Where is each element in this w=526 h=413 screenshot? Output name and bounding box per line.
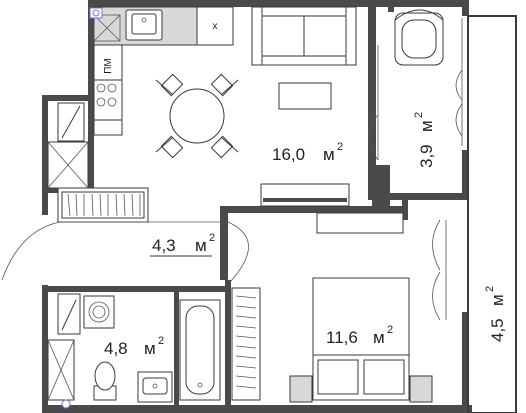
hall-area: 4,3 <box>152 236 176 255</box>
label-storage: 3,9 м 2 <box>413 112 436 168</box>
washer-mark: х <box>213 21 218 32</box>
living-unit: м <box>323 145 335 164</box>
bath-exp: 2 <box>158 335 164 347</box>
dining-table <box>155 73 239 159</box>
hall-unit: м <box>195 236 207 255</box>
bedroom-wardrobe <box>231 287 261 401</box>
bath-unit: м <box>144 339 156 358</box>
sofa <box>251 6 357 66</box>
hall-shelf <box>47 102 89 189</box>
bedside-table-left <box>289 375 313 403</box>
label-bath: 4,8 м 2 <box>104 335 164 358</box>
bedroom-exp: 2 <box>387 324 393 336</box>
bedroom-tv-console <box>316 212 404 234</box>
balcony-door <box>432 219 447 321</box>
toilet <box>93 361 117 401</box>
bath-sink <box>137 371 173 403</box>
storage-exp: 2 <box>413 112 425 118</box>
wardrobe <box>57 187 149 223</box>
balcony-unit: м <box>488 294 507 306</box>
living-door <box>368 45 379 161</box>
coffee-table <box>278 82 332 110</box>
living-area: 16,0 <box>272 145 305 164</box>
kitchen-counter <box>93 6 234 136</box>
double-bed <box>312 277 410 401</box>
tv-stand <box>260 183 350 207</box>
bathtub <box>179 299 221 401</box>
bath-shelf <box>47 293 81 401</box>
armchair <box>394 9 444 66</box>
wall-socket-icon <box>89 7 103 19</box>
balcony-area: 4,5 <box>488 318 507 342</box>
washing-machine <box>83 295 115 329</box>
bedside-table-right <box>409 375 433 403</box>
entrance-door <box>1 221 249 283</box>
bedroom-area: 11,6 <box>326 328 358 347</box>
bath-socket-icon <box>61 399 71 409</box>
label-bedroom: 11,6 м 2 <box>326 324 393 347</box>
balcony-exp: 2 <box>484 286 496 292</box>
bedroom-unit: м <box>373 328 385 347</box>
dishwasher-label: ПМ <box>103 58 114 74</box>
storage-unit: м <box>417 120 436 132</box>
balcony <box>467 15 517 413</box>
label-living: 16,0 м 2 <box>272 141 343 164</box>
bath-area: 4,8 <box>104 339 128 358</box>
living-exp: 2 <box>337 141 343 153</box>
label-balcony: 4,5 м 2 <box>484 286 507 342</box>
label-hall: 4,3 м 2 <box>150 232 215 257</box>
storage-door <box>455 18 463 146</box>
hall-exp: 2 <box>209 232 215 244</box>
walls <box>42 0 472 413</box>
storage-area: 3,9 <box>417 144 436 168</box>
